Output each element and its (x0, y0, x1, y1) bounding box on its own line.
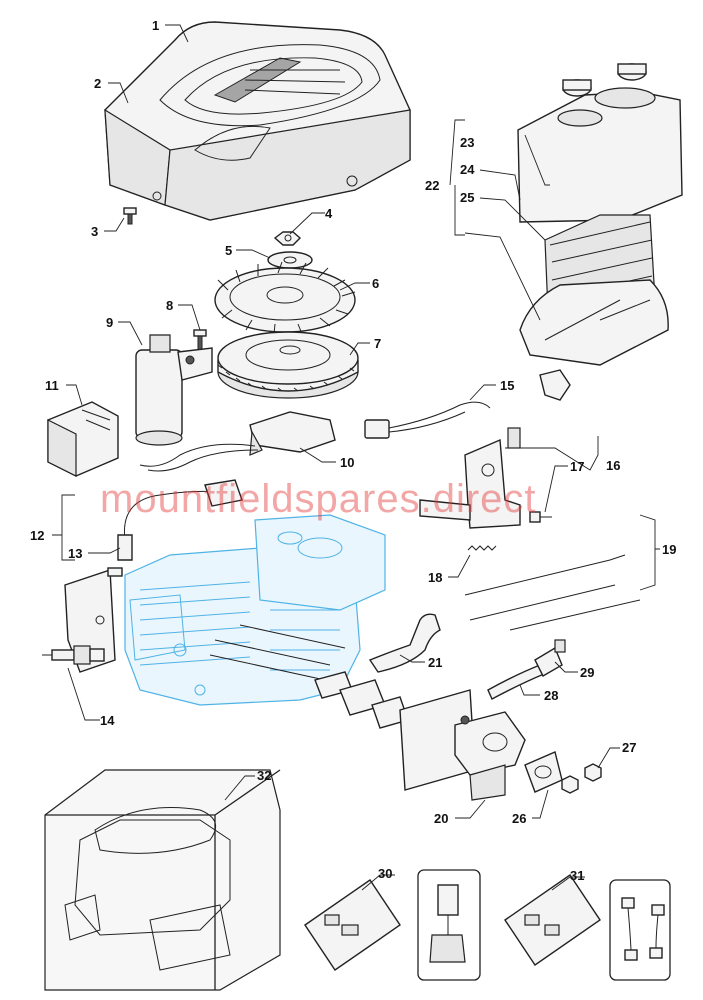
callout-29: 29 (580, 665, 594, 680)
governor-bracket (419, 427, 521, 529)
callout-11: 11 (45, 378, 59, 393)
callout-17: 17 (570, 459, 584, 474)
callout-7: 7 (374, 336, 381, 351)
callout-23: 23 (460, 135, 474, 150)
breather-tube (368, 613, 441, 673)
spark-plug-lead (117, 479, 243, 561)
callout-2: 2 (94, 76, 101, 91)
callout-4: 4 (325, 206, 333, 221)
callout-32: 32 (257, 768, 271, 783)
linkage-rods (464, 554, 641, 631)
engine-shroud (104, 21, 411, 221)
callout-8: 8 (166, 298, 173, 313)
callout-26: 26 (512, 811, 526, 826)
callout-9: 9 (106, 315, 113, 330)
callout-20: 20 (434, 811, 448, 826)
flywheel-washer (267, 251, 313, 269)
callout-31: 31 (570, 868, 584, 883)
kit-bag-31 (504, 874, 601, 966)
callout-24: 24 (460, 162, 475, 177)
air-filter-caps (562, 63, 647, 97)
carburetor-gasket (524, 751, 563, 793)
callout-15: 15 (500, 378, 514, 393)
callout-30: 30 (378, 866, 392, 881)
kit-bag-30 (304, 879, 401, 971)
callout-25: 25 (460, 190, 474, 205)
starter-motor (135, 334, 213, 446)
callout-28: 28 (544, 688, 558, 703)
flywheel (217, 331, 359, 399)
flywheel-nut (273, 231, 302, 246)
engine-block (124, 514, 386, 706)
callout-6: 6 (372, 276, 379, 291)
leader-lines (52, 24, 660, 891)
callout-5: 5 (225, 243, 232, 258)
callout-1: 1 (152, 18, 159, 33)
watermark: mountfieldspares.direct (100, 477, 537, 521)
callout-14: 14 (100, 713, 115, 728)
callout-3: 3 (91, 224, 98, 239)
callout-10: 10 (340, 455, 354, 470)
callout-22: 22 (425, 178, 439, 193)
kit-box-30 (417, 869, 481, 981)
callout-12: 12 (30, 528, 44, 543)
ignition-coil (139, 411, 336, 472)
head-bolts (209, 624, 346, 681)
shroud-screw (123, 207, 137, 225)
callout-18: 18 (428, 570, 442, 585)
callout-16: 16 (606, 458, 620, 473)
kit-box-31 (609, 879, 671, 981)
carburetor-nuts (561, 763, 602, 794)
callout-21: 21 (428, 655, 442, 670)
callout-27: 27 (622, 740, 636, 755)
carburetor (454, 711, 526, 801)
intake-gaskets (314, 671, 409, 729)
fuel-filter (534, 639, 566, 677)
spark-plug (42, 645, 105, 665)
callout-19: 19 (662, 542, 676, 557)
complete-engine-box (44, 769, 281, 991)
callout-13: 13 (68, 546, 82, 561)
wire-harness (364, 401, 491, 439)
fuel-hose (487, 664, 545, 700)
governor-spring (467, 545, 497, 551)
rectifier-module (47, 401, 119, 477)
callouts: 1 2 3 4 5 6 7 8 9 10 11 12 13 14 15 16 1… (30, 18, 676, 883)
governor-screw (529, 511, 552, 523)
cooling-fan (214, 261, 356, 335)
air-filter-cover (517, 87, 683, 223)
air-filter-base (519, 279, 669, 401)
